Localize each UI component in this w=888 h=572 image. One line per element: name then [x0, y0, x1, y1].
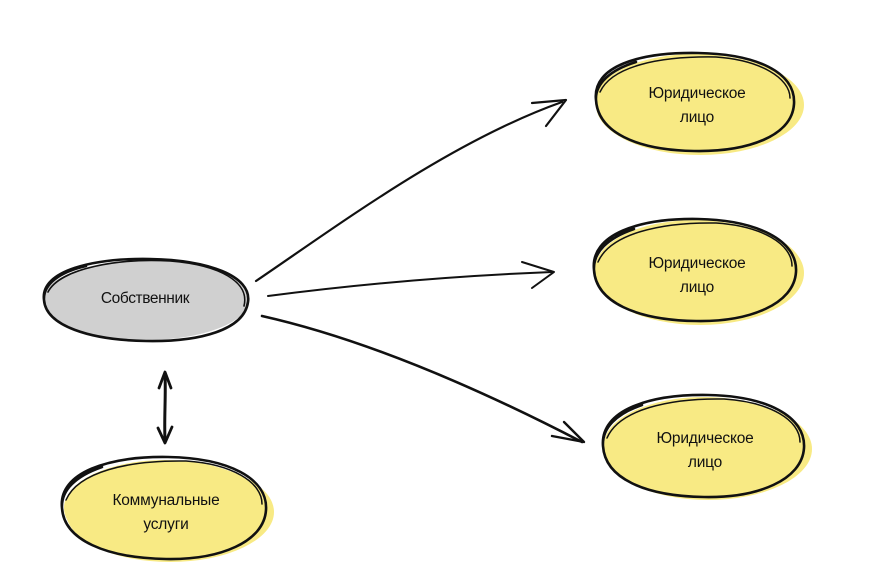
utilities-node-outline	[60, 455, 268, 561]
arrow-owner-to-legal-2	[267, 261, 555, 297]
legal-entity-node-2-fill	[595, 220, 795, 318]
utilities-node-line2: услуги	[143, 516, 188, 533]
legal-entity-node-3-outline-inner	[606, 398, 801, 443]
arrow-owner-utilities-head-down	[156, 425, 174, 445]
legal-entity-node-2-outline-inner	[597, 222, 793, 267]
utilities-node[interactable]: Коммунальные услуги	[60, 455, 274, 562]
owner-node-fill	[43, 260, 249, 340]
legal-entity-node-2-outline	[592, 217, 798, 323]
owner-node-outline-inner	[47, 259, 246, 307]
legal-entity-node-3-line1: Юридическое	[656, 430, 753, 447]
arrow-owner-utilities-bidirectional	[156, 370, 174, 445]
legal-entity-node-1-line1: Юридическое	[648, 85, 745, 102]
arrow-owner-utilities-line	[163, 372, 167, 442]
legal-entity-node-1-fill	[595, 54, 795, 148]
utilities-node-line1: Коммунальные	[112, 492, 219, 509]
legal-entity-node-2-line2: лицо	[680, 279, 714, 296]
arrow-owner-to-legal-1-line	[254, 100, 564, 283]
legal-entity-node-3[interactable]: Юридическое лицо	[601, 393, 812, 500]
owner-node-label: Собственник	[101, 290, 190, 307]
arrow-owner-to-legal-2-head	[521, 261, 555, 289]
legal-entity-node-1-outline-inner	[599, 56, 791, 99]
arrow-owner-utilities-head-up	[157, 370, 173, 390]
legal-entity-node-2-line1: Юридическое	[648, 255, 745, 272]
legal-entity-node-1-outline	[594, 51, 796, 153]
arrow-owner-to-legal-3	[260, 314, 586, 444]
arrow-owner-to-legal-1	[254, 98, 568, 283]
arrow-owner-to-legal-3-head	[550, 420, 586, 444]
owner-node[interactable]: Собственник	[42, 257, 250, 343]
legal-entity-node-1[interactable]: Юридическое лицо	[594, 51, 804, 155]
legal-entity-node-1-line2: лицо	[680, 109, 714, 126]
utilities-node-fill	[64, 460, 266, 556]
arrow-owner-to-legal-1-head	[530, 98, 568, 128]
arrow-owner-to-legal-3-line	[260, 314, 584, 444]
arrow-owner-to-legal-2-line	[267, 271, 553, 297]
legal-entity-node-2[interactable]: Юридическое лицо	[592, 217, 804, 325]
legal-entity-node-3-outline	[601, 393, 806, 499]
legal-entity-node-3-fill	[604, 397, 804, 493]
owner-node-outline	[42, 257, 250, 343]
legal-entity-node-3-line2: лицо	[688, 454, 722, 471]
utilities-node-outline-inner	[65, 460, 263, 505]
